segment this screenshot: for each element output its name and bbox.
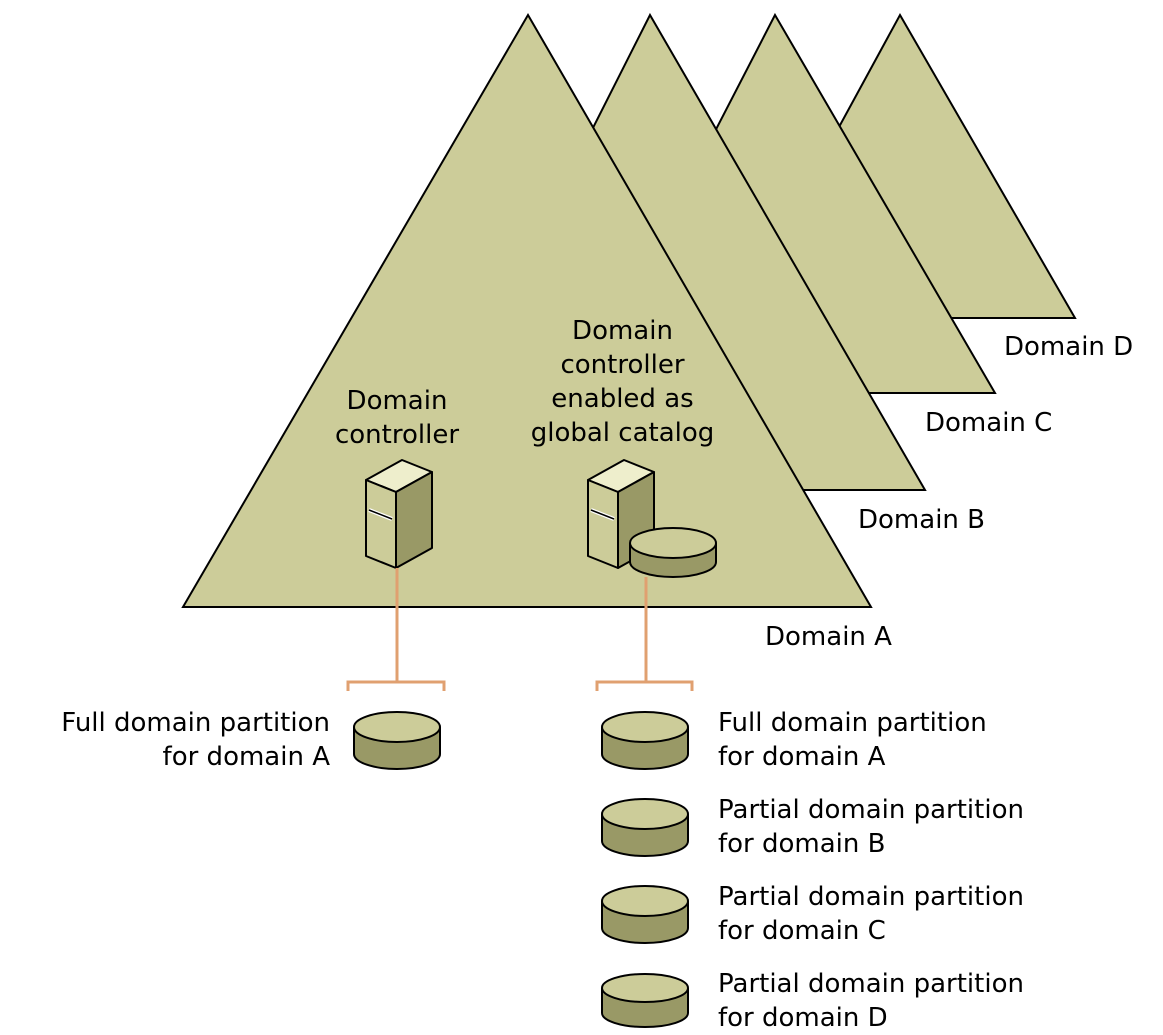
domain-a-triangle xyxy=(181,13,873,608)
dc-partition-disk-icon xyxy=(353,711,441,770)
domain-a-label: Domain A xyxy=(765,622,892,652)
domain-controller-server-icon xyxy=(365,459,433,569)
gc-partition-c-disk-icon xyxy=(601,885,689,944)
domain-controller-label: Domain controller xyxy=(334,386,460,450)
global-catalog-disk-icon xyxy=(629,527,717,578)
domain-b-label: Domain B xyxy=(858,505,985,535)
global-catalog-server-icon xyxy=(587,459,655,569)
gc-connector xyxy=(595,577,694,691)
domain-c-label: Domain C xyxy=(925,408,1053,438)
dc-full-partition-label: Full domain partition for domain A xyxy=(61,708,330,772)
gc-full-partition-a-label: Full domain partition for domain A xyxy=(718,708,987,772)
dc-connector xyxy=(346,568,446,691)
gc-partial-partition-b-label: Partial domain partition for domain B xyxy=(718,795,1024,859)
global-catalog-label: Domain controller enabled as global cata… xyxy=(530,316,715,448)
gc-partition-d-disk-icon xyxy=(601,973,689,1028)
gc-partial-partition-d-label: Partial domain partition for domain D xyxy=(718,969,1024,1033)
gc-partition-b-disk-icon xyxy=(601,798,689,857)
domain-d-label: Domain D xyxy=(1004,332,1134,362)
gc-partition-a-disk-icon xyxy=(601,711,689,770)
gc-partial-partition-c-label: Partial domain partition for domain C xyxy=(718,882,1024,946)
